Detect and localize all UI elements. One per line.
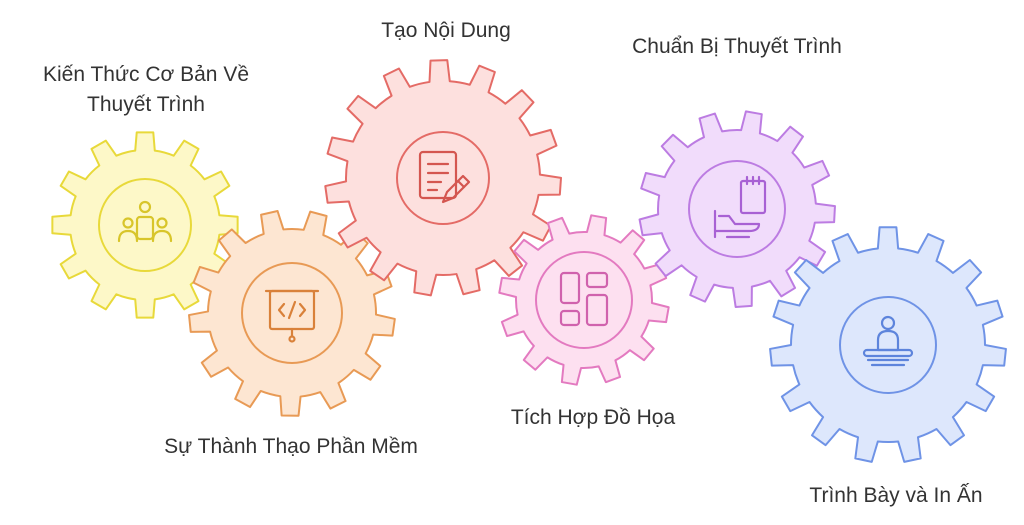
gear-hub-1 [98, 178, 192, 272]
step-label-content: Tạo Nội Dung [381, 19, 511, 42]
gear-hub-5 [688, 160, 786, 258]
step-label-presenting: Trình Bày và In Ấn [809, 484, 983, 507]
gear-hub-4 [535, 251, 633, 349]
step-label-preparation: Chuẩn Bị Thuyết Trình [632, 35, 842, 58]
gear-3 [324, 59, 562, 297]
gear-6 [769, 226, 1007, 463]
layout-grid-icon [559, 271, 609, 327]
gear-2 [188, 210, 396, 417]
step-label-basics: Kiến Thức Cơ Bản Về Thuyết Trình [42, 63, 250, 116]
step-label-graphics: Tích Hợp Đồ Họa [510, 406, 676, 429]
meeting-table-icon [117, 200, 173, 243]
speaker-podium-icon [862, 315, 914, 367]
gear-5 [638, 110, 836, 308]
gear-hub-6 [839, 296, 937, 394]
gear-4 [498, 214, 670, 386]
step-label-software: Sự Thành Thạo Phần Mềm [164, 435, 418, 458]
calendar-plan-icon [713, 175, 767, 239]
gear-hub-3 [396, 131, 490, 225]
code-presentation-board-icon [264, 289, 320, 343]
gear-1 [51, 131, 239, 319]
document-edit-icon [418, 150, 471, 204]
